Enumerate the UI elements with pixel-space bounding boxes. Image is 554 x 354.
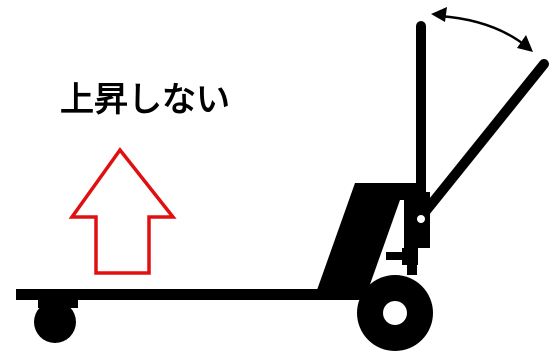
chassis-body [317,183,418,290]
swing-arrow-head-right [517,35,533,52]
pump-foot [407,265,417,275]
pump-link [386,252,404,260]
caption-text: 上昇しない [60,80,230,120]
handle-tilted [416,59,549,222]
lift-arrow-outline [68,147,177,275]
swing-arrow-icon [431,7,533,52]
pallet-truck-icon [16,21,549,351]
swing-arrow-head-left [431,7,447,22]
steering-wheel-hub [383,301,407,325]
pump-base [402,248,418,265]
fork-bar [16,289,388,300]
swing-arrow-arc [439,14,527,47]
handle-pivot-hub [417,215,425,223]
fork-roller [34,301,76,343]
lift-arrow-icon [68,147,177,275]
